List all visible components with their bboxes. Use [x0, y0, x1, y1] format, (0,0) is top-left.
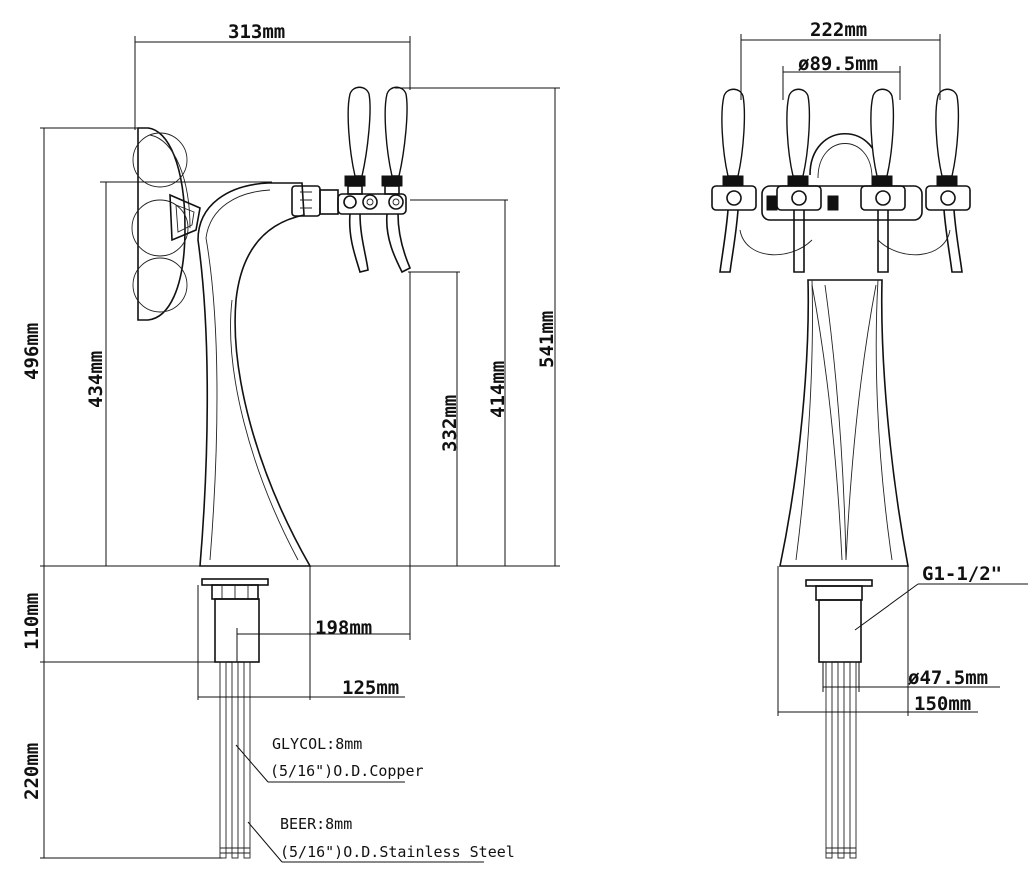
dim-220: 220mm [21, 743, 43, 800]
dim-110: 110mm [21, 593, 43, 650]
side-tubes [219, 661, 251, 859]
front-base [805, 579, 873, 859]
side-shield-medallion [131, 127, 201, 321]
dim-434: 434mm [85, 351, 107, 408]
front-tap-4 [925, 88, 971, 273]
dim-198: 198mm [315, 617, 372, 639]
dim-222: 222mm [810, 19, 867, 41]
beer-note-line1: BEER:8mm [280, 815, 352, 833]
side-tower-body [197, 182, 312, 567]
side-notes: GLYCOL:8mm (5/16")O.D.Copper BEER:8mm (5… [235, 735, 515, 863]
dim-ring-diameter: ø89.5mm [798, 53, 878, 75]
front-tap-1 [711, 88, 757, 273]
glycol-note-line1: GLYCOL:8mm [272, 735, 362, 753]
side-base [201, 578, 269, 663]
dim-150: 150mm [914, 693, 971, 715]
side-dimensions: 313mm 496mm 434mm 332mm 414mm 541mm [21, 21, 560, 859]
front-dimensions: 222mm ø89.5mm G1-1/2" ø47.5mm 150mm [740, 19, 1028, 716]
front-tap-3 [860, 88, 906, 273]
dim-313: 313mm [228, 21, 285, 43]
side-view: 313mm 496mm 434mm 332mm 414mm 541mm [21, 21, 560, 863]
front-view: 222mm ø89.5mm G1-1/2" ø47.5mm 150mm [711, 19, 1028, 859]
dim-shank-diameter: ø47.5mm [908, 667, 988, 689]
dim-414: 414mm [487, 361, 509, 418]
dim-332: 332mm [439, 395, 461, 452]
dim-496: 496mm [21, 323, 43, 380]
dim-125: 125mm [342, 677, 399, 699]
dim-thread: G1-1/2" [922, 563, 1002, 585]
side-tap-assembly [291, 86, 412, 274]
front-tap-2 [776, 88, 822, 273]
glycol-note-line2: (5/16")O.D.Copper [270, 762, 424, 780]
dim-541: 541mm [536, 311, 558, 368]
front-tower-body [779, 279, 909, 567]
beer-note-line2: (5/16")O.D.Stainless Steel [280, 843, 515, 861]
